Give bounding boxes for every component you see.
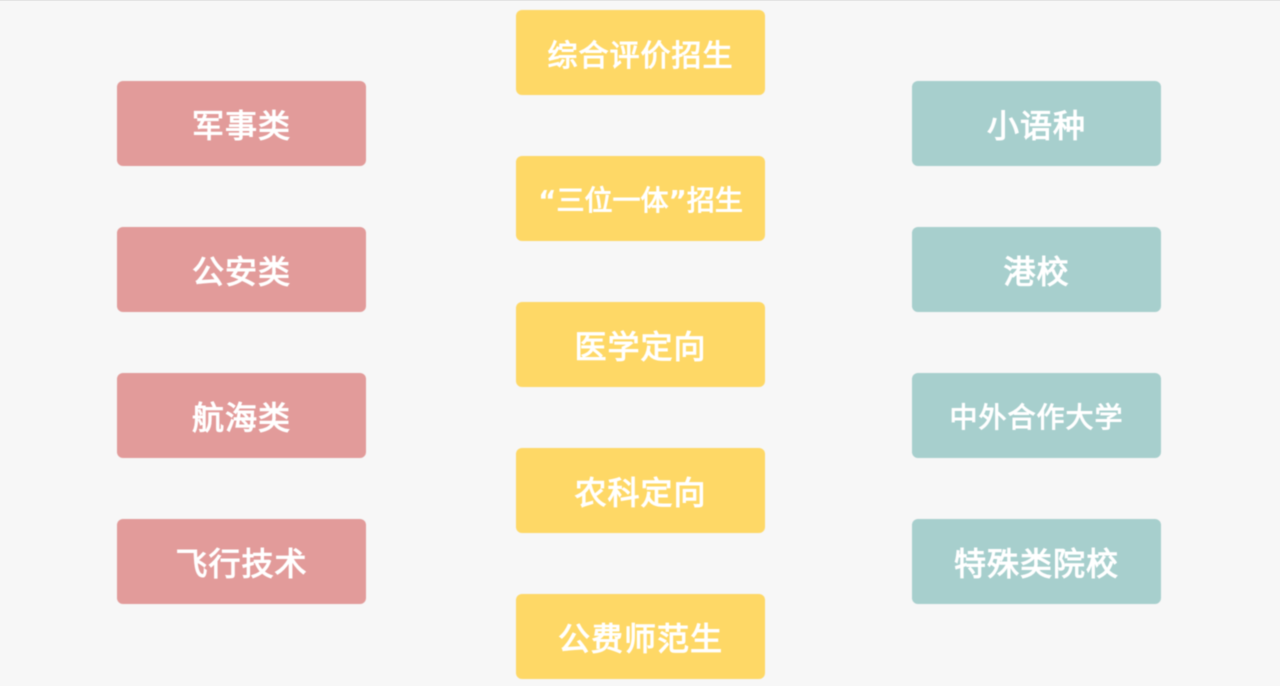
category-comprehensive-evaluation: 综合评价招生 (516, 10, 765, 95)
category-three-in-one: “三位一体”招生 (516, 156, 765, 241)
category-police: 公安类 (117, 227, 366, 312)
category-military: 军事类 (117, 81, 366, 166)
category-medical-directed: 医学定向 (516, 302, 765, 387)
category-minor-languages: 小语种 (912, 81, 1161, 166)
category-agricultural-directed: 农科定向 (516, 448, 765, 533)
category-special-institutions: 特殊类院校 (912, 519, 1161, 604)
category-maritime: 航海类 (117, 373, 366, 458)
category-sino-foreign: 中外合作大学 (912, 373, 1161, 458)
category-flight: 飞行技术 (117, 519, 366, 604)
category-public-funded-teacher: 公费师范生 (516, 594, 765, 679)
category-hk-universities: 港校 (912, 227, 1161, 312)
